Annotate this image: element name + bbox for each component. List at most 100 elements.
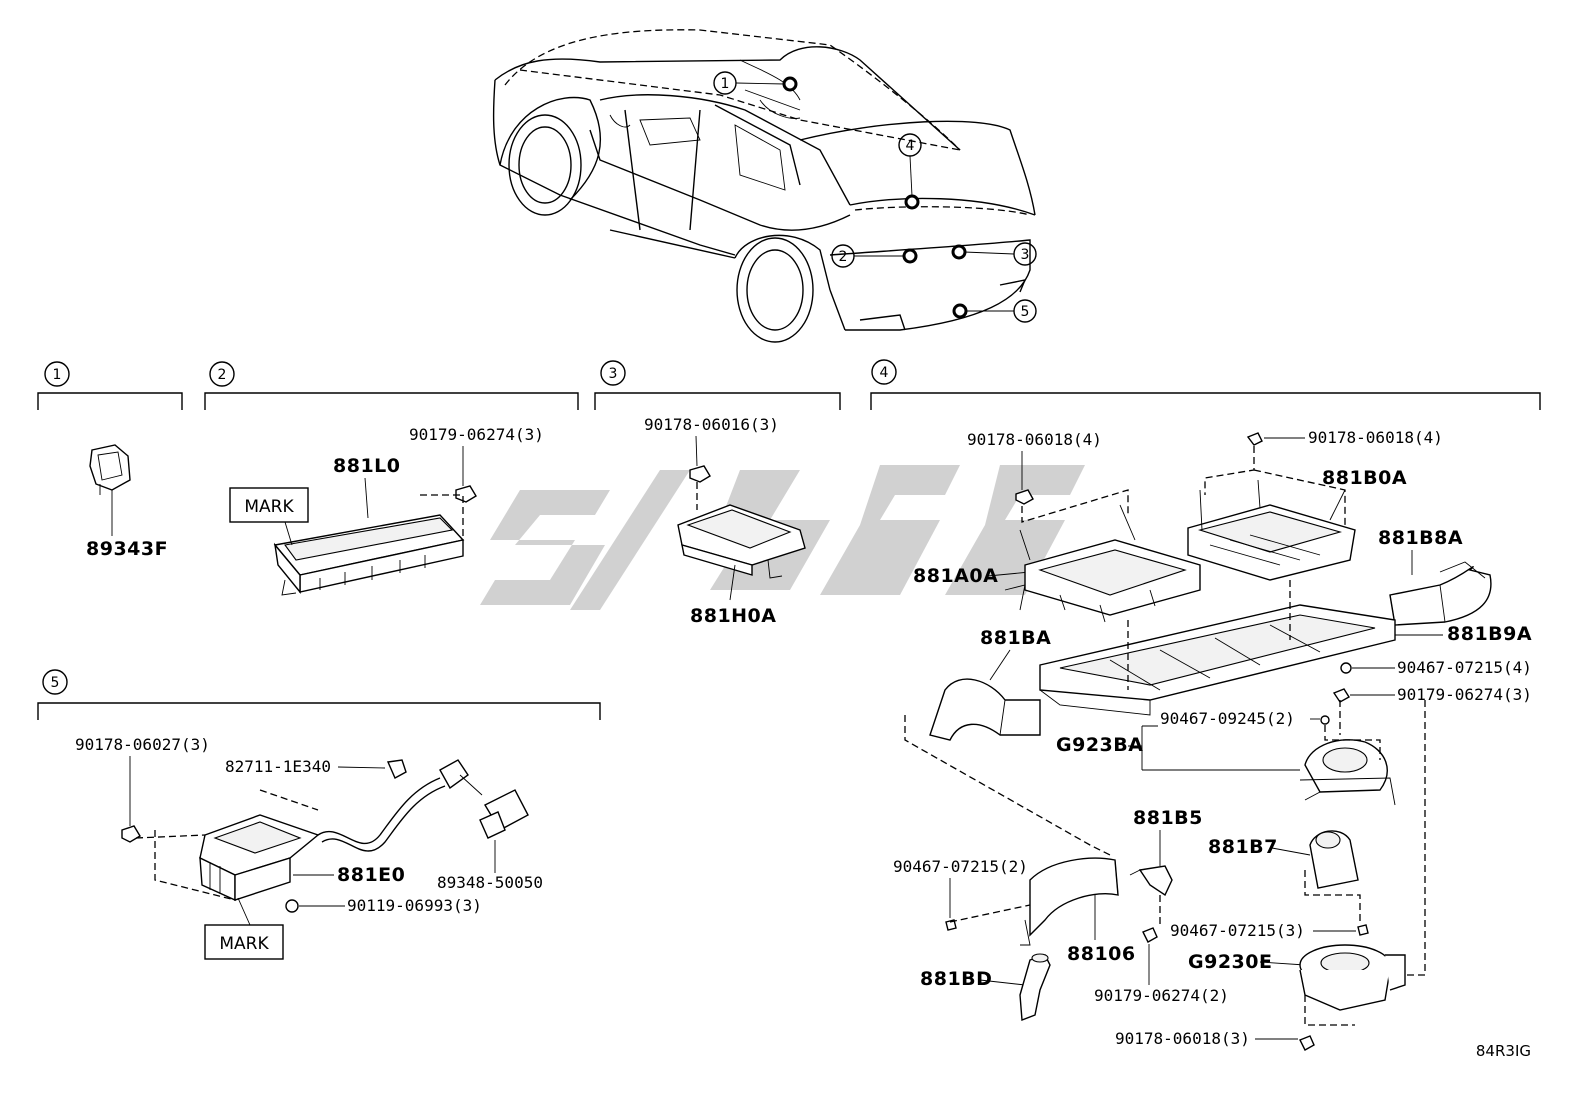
nut-part	[1142, 927, 1158, 943]
nut-part	[455, 485, 477, 503]
part-label: 90119-06993(3)	[347, 896, 482, 915]
part-label: 90467-09245(2)	[1160, 709, 1295, 728]
part-label: 90178-06027(3)	[75, 735, 210, 754]
part-label: 90178-06018(3)	[1115, 1029, 1250, 1048]
module-881l0	[273, 514, 465, 596]
group-number-circle	[44, 361, 70, 387]
duct-88106	[1020, 857, 1119, 946]
nut-part	[689, 465, 711, 483]
module-881h0a	[677, 504, 806, 579]
part-label: 88106	[1067, 943, 1136, 965]
clip-part	[1357, 924, 1369, 936]
nut-part	[1299, 1035, 1315, 1051]
group-number-circle	[871, 359, 897, 385]
part-label: 90179-06274(3)	[409, 425, 544, 444]
part-label: 881B9A	[1447, 623, 1532, 645]
nut-part	[121, 825, 141, 843]
part-label: 881A0A	[913, 565, 998, 587]
part-label: 90179-06274(3)	[1397, 685, 1532, 704]
location-dot	[952, 303, 968, 319]
vehicle-illustration	[492, 29, 1036, 343]
mark-label: MARK	[219, 934, 269, 954]
group-1: 1 89343F	[37, 361, 183, 560]
callout-label: 3	[1021, 247, 1030, 263]
part-label: 881B0A	[1322, 467, 1407, 489]
bracket-881a0a	[1004, 504, 1201, 623]
part-label: 89343F	[86, 538, 168, 560]
clip-part	[1320, 715, 1330, 725]
duct-881b8a	[1389, 561, 1492, 626]
part-label: 90179-06274(2)	[1094, 986, 1229, 1005]
part-label: 881BD	[920, 968, 992, 990]
nut-part	[1015, 489, 1034, 505]
duct-881ba	[929, 678, 1041, 741]
part-label: G923BA	[1056, 734, 1143, 756]
part-label: 90467-07215(2)	[893, 857, 1028, 876]
part-label: 881E0	[337, 864, 405, 886]
sensor-part	[89, 444, 131, 500]
part-label: 90178-06018(4)	[1308, 428, 1443, 447]
location-dot	[951, 244, 967, 260]
tray-881b9a	[1039, 604, 1396, 716]
nut-part	[1332, 688, 1350, 703]
clip-part	[945, 919, 957, 931]
part-label: 90178-06018(4)	[967, 430, 1102, 449]
callout-label: 2	[839, 249, 848, 265]
part-label: G9230E	[1188, 951, 1272, 973]
part-label: 90178-06016(3)	[644, 415, 779, 434]
nut-part	[1246, 432, 1263, 446]
part-label: 881B7	[1208, 836, 1278, 858]
part-label: 881B5	[1133, 807, 1203, 829]
group-number: 4	[880, 365, 889, 381]
callout-label: 5	[1021, 304, 1030, 320]
part-label: 881B8A	[1378, 527, 1463, 549]
part-label: 881BA	[980, 627, 1051, 649]
mark-box	[204, 924, 284, 960]
group-bracket	[204, 392, 579, 410]
group-bracket	[870, 392, 1541, 410]
part-label: 881L0	[333, 455, 401, 477]
callout-label: 1	[721, 76, 730, 92]
callout-label: 4	[906, 138, 915, 154]
group-2: 2 90179-06274(3) 881L0 MARK	[204, 361, 579, 596]
group-4: 4 90178-06018(4) 90178-06018(4) 881B0A 8…	[870, 359, 1541, 1051]
unit-881b0a	[1187, 479, 1356, 581]
group-number: 2	[218, 367, 227, 383]
group-bracket	[37, 392, 183, 410]
clip-part	[386, 759, 407, 779]
group-number-circle	[600, 360, 626, 386]
group-number-circle	[42, 669, 68, 695]
bracket-881b5	[1129, 865, 1173, 897]
group-number: 3	[609, 366, 618, 382]
connector-part	[439, 759, 469, 790]
group-number: 1	[53, 367, 62, 383]
location-dot	[902, 248, 918, 264]
group-number: 5	[51, 675, 60, 691]
part-label: 82711-1E340	[225, 757, 331, 776]
group-number-circle	[209, 361, 235, 387]
fan-g9230e	[1299, 944, 1406, 1011]
part-label: 90467-07215(4)	[1397, 658, 1532, 677]
module-881e0	[199, 814, 320, 902]
location-dot	[782, 76, 798, 92]
connector-89348	[459, 774, 529, 839]
part-label: 881H0A	[690, 605, 777, 627]
diagram-code: 84R3IG	[1476, 1042, 1531, 1060]
vehicle-callouts: 1 4 2 3 5	[713, 71, 1037, 323]
part-label: 90467-07215(3)	[1170, 921, 1305, 940]
part-label: 89348-50050	[437, 873, 543, 892]
group-5: 5 90178-06027(3) 82711-1E340 89348-50050…	[37, 669, 601, 960]
bolt-part	[285, 899, 299, 913]
location-dot	[904, 194, 920, 210]
group-3: 3 90178-06016(3) 881H0A	[594, 360, 841, 627]
clip-part	[1340, 662, 1352, 674]
mark-label: MARK	[244, 497, 294, 517]
fan-g923ba	[1299, 739, 1396, 806]
duct-881b7	[1309, 830, 1359, 889]
group-bracket	[37, 702, 601, 720]
group-bracket	[594, 392, 841, 410]
duct-881bd	[1019, 953, 1051, 1021]
mark-box	[229, 487, 309, 523]
